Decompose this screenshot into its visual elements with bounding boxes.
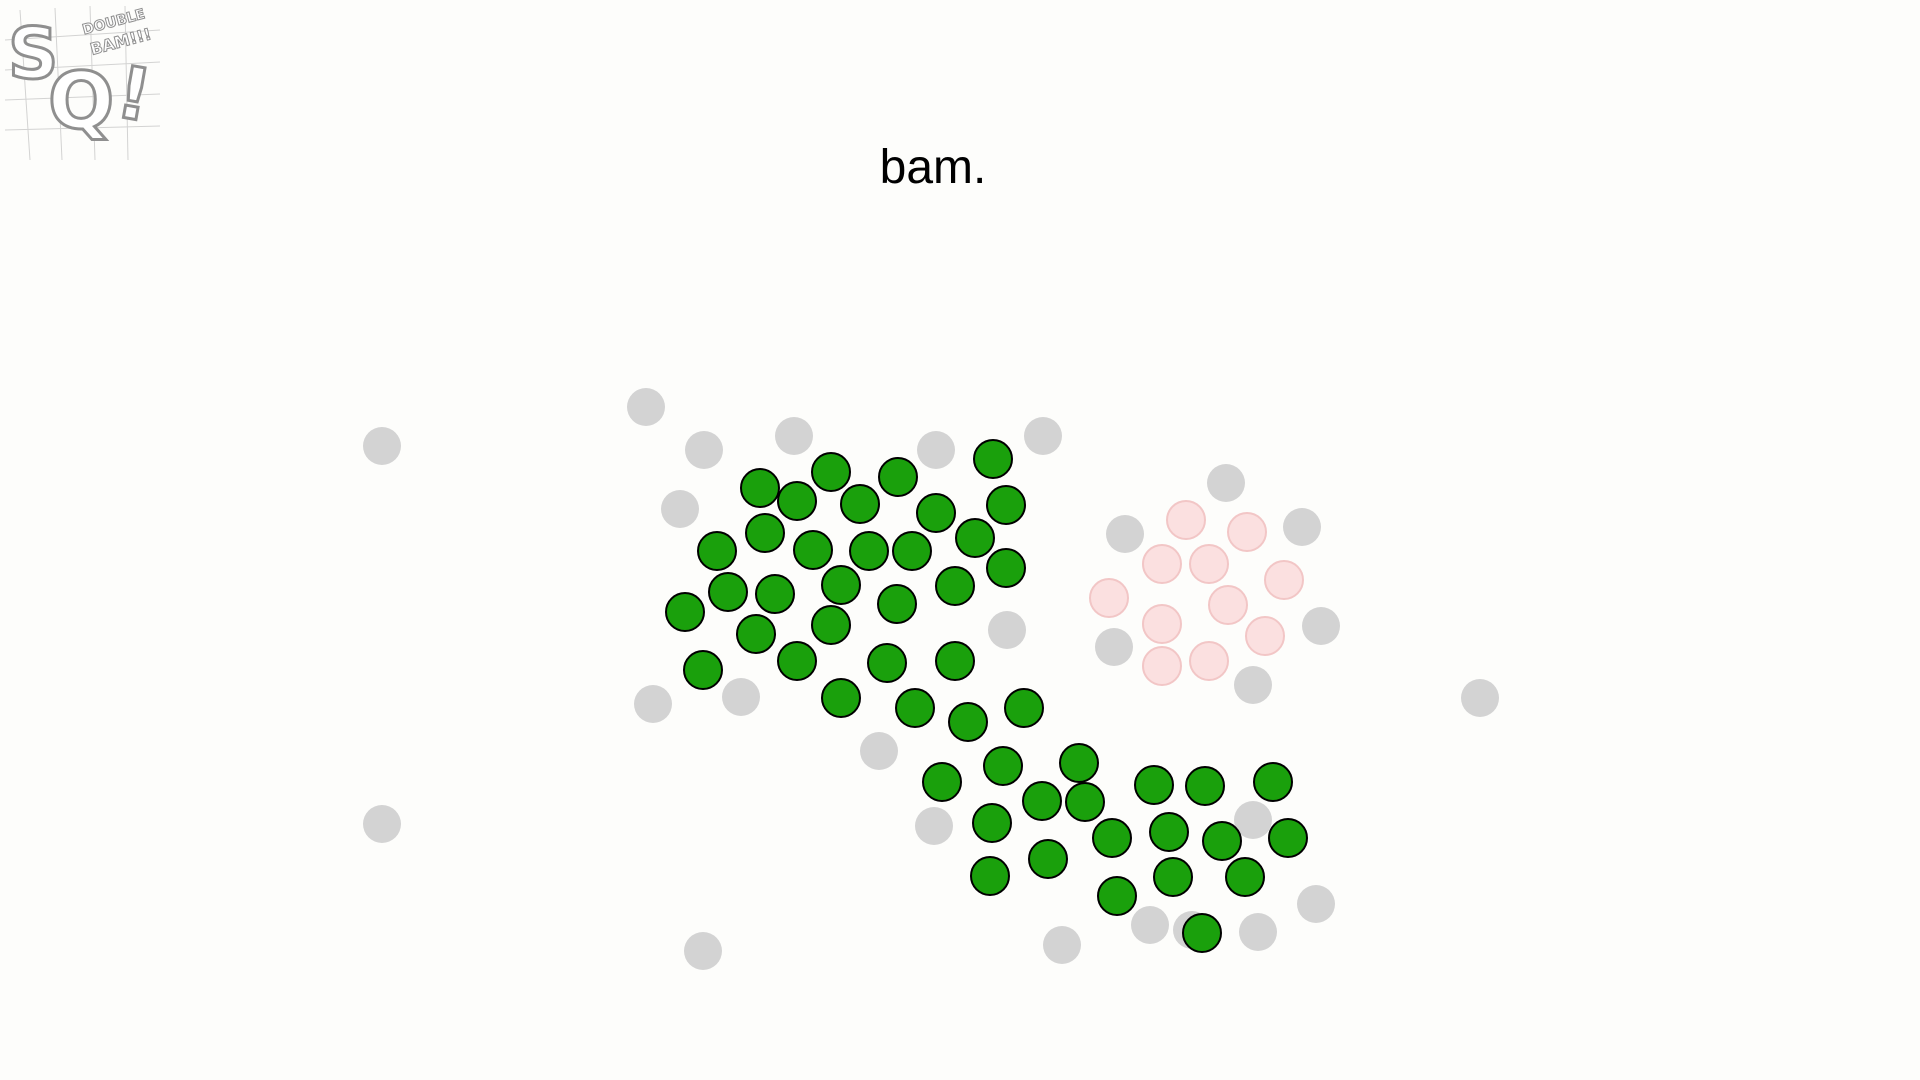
faded-cluster-point bbox=[1089, 578, 1129, 618]
cluster-1-point bbox=[877, 584, 917, 624]
noise-group bbox=[363, 388, 1499, 970]
cluster-2-point bbox=[1134, 765, 1174, 805]
faded-cluster-point bbox=[1264, 560, 1304, 600]
noise-point bbox=[1234, 801, 1272, 839]
noise-point bbox=[1461, 679, 1499, 717]
cluster-1-point bbox=[878, 457, 918, 497]
cluster-2-point bbox=[1253, 762, 1293, 802]
noise-point bbox=[661, 490, 699, 528]
noise-point bbox=[1024, 417, 1062, 455]
faded-cluster-point bbox=[1189, 641, 1229, 681]
noise-point bbox=[685, 431, 723, 469]
noise-point bbox=[1297, 885, 1335, 923]
cluster-2-point bbox=[1149, 812, 1189, 852]
cluster-1-point bbox=[755, 574, 795, 614]
faded-cluster-point bbox=[1142, 646, 1182, 686]
faded-cluster-point bbox=[1208, 585, 1248, 625]
noise-point bbox=[1302, 607, 1340, 645]
cluster-1-point bbox=[948, 702, 988, 742]
cluster-1-point bbox=[811, 605, 851, 645]
cluster-2-point bbox=[983, 746, 1023, 786]
noise-point bbox=[1207, 464, 1245, 502]
cluster-1-point bbox=[955, 518, 995, 558]
sq-logo: S Q ! DOUBLE BAM!!! bbox=[0, 0, 170, 165]
cluster-1-point bbox=[740, 468, 780, 508]
cluster-1-point bbox=[811, 452, 851, 492]
noise-point bbox=[627, 388, 665, 426]
cluster-1-point bbox=[849, 531, 889, 571]
noise-point bbox=[1095, 628, 1133, 666]
cluster-1-point bbox=[708, 572, 748, 612]
svg-text:Q: Q bbox=[48, 57, 114, 147]
cluster-2-point bbox=[1202, 821, 1242, 861]
cluster-1-point bbox=[892, 531, 932, 571]
noise-point bbox=[684, 932, 722, 970]
cluster-1-point bbox=[867, 643, 907, 683]
cluster-2-point bbox=[1092, 818, 1132, 858]
noise-point bbox=[1131, 906, 1169, 944]
cluster-1-point bbox=[665, 592, 705, 632]
cluster-1-group bbox=[665, 439, 1044, 742]
cluster-1-point bbox=[777, 481, 817, 521]
cluster-1-point bbox=[986, 548, 1026, 588]
faded-cluster-point bbox=[1166, 500, 1206, 540]
noise-point bbox=[363, 805, 401, 843]
noise-point bbox=[1043, 926, 1081, 964]
noise-point bbox=[363, 427, 401, 465]
noise-point bbox=[917, 431, 955, 469]
cluster-1-point bbox=[777, 641, 817, 681]
cluster-1-point bbox=[821, 678, 861, 718]
cluster-1-point bbox=[1004, 688, 1044, 728]
faded-cluster-point bbox=[1142, 604, 1182, 644]
noise-point bbox=[1106, 515, 1144, 553]
cluster-1-point bbox=[895, 688, 935, 728]
cluster-2-point bbox=[1065, 782, 1105, 822]
noise-point bbox=[860, 732, 898, 770]
faded-cluster-point bbox=[1245, 616, 1285, 656]
cluster-1-point bbox=[916, 493, 956, 533]
cluster-2-point bbox=[1022, 781, 1062, 821]
cluster-2-point bbox=[972, 803, 1012, 843]
cluster-1-point bbox=[697, 531, 737, 571]
cluster-2-point bbox=[1182, 913, 1222, 953]
cluster-1-point bbox=[935, 566, 975, 606]
cluster-2-point bbox=[1225, 857, 1265, 897]
cluster-2-point bbox=[1028, 839, 1068, 879]
faded-cluster-point bbox=[1142, 544, 1182, 584]
cluster-2-point bbox=[1268, 818, 1308, 858]
faded-cluster-group bbox=[1089, 500, 1304, 686]
svg-text:S: S bbox=[8, 13, 58, 95]
cluster-2-point bbox=[922, 762, 962, 802]
faded-cluster-point bbox=[1227, 512, 1267, 552]
cluster-2-point bbox=[1185, 766, 1225, 806]
noise-point bbox=[634, 685, 672, 723]
faded-cluster-point bbox=[1189, 544, 1229, 584]
cluster-2-point bbox=[1097, 876, 1137, 916]
cluster-1-point bbox=[821, 565, 861, 605]
cluster-1-point bbox=[745, 513, 785, 553]
noise-point bbox=[1283, 508, 1321, 546]
noise-point bbox=[1234, 666, 1272, 704]
caption-text: bam. bbox=[879, 141, 987, 194]
cluster-2-point bbox=[1153, 857, 1193, 897]
cluster-1-point bbox=[793, 530, 833, 570]
cluster-2-group bbox=[922, 743, 1308, 953]
cluster-1-point bbox=[840, 484, 880, 524]
cluster-1-point bbox=[973, 439, 1013, 479]
cluster-1-point bbox=[683, 650, 723, 690]
cluster-2-point bbox=[1059, 743, 1099, 783]
cluster-1-point bbox=[935, 641, 975, 681]
cluster-1-point bbox=[986, 485, 1026, 525]
noise-point bbox=[722, 678, 760, 716]
noise-point bbox=[988, 611, 1026, 649]
cluster-2-point bbox=[970, 856, 1010, 896]
noise-point bbox=[1239, 913, 1277, 951]
noise-point bbox=[915, 807, 953, 845]
cluster-1-point bbox=[736, 614, 776, 654]
noise-point bbox=[775, 417, 813, 455]
